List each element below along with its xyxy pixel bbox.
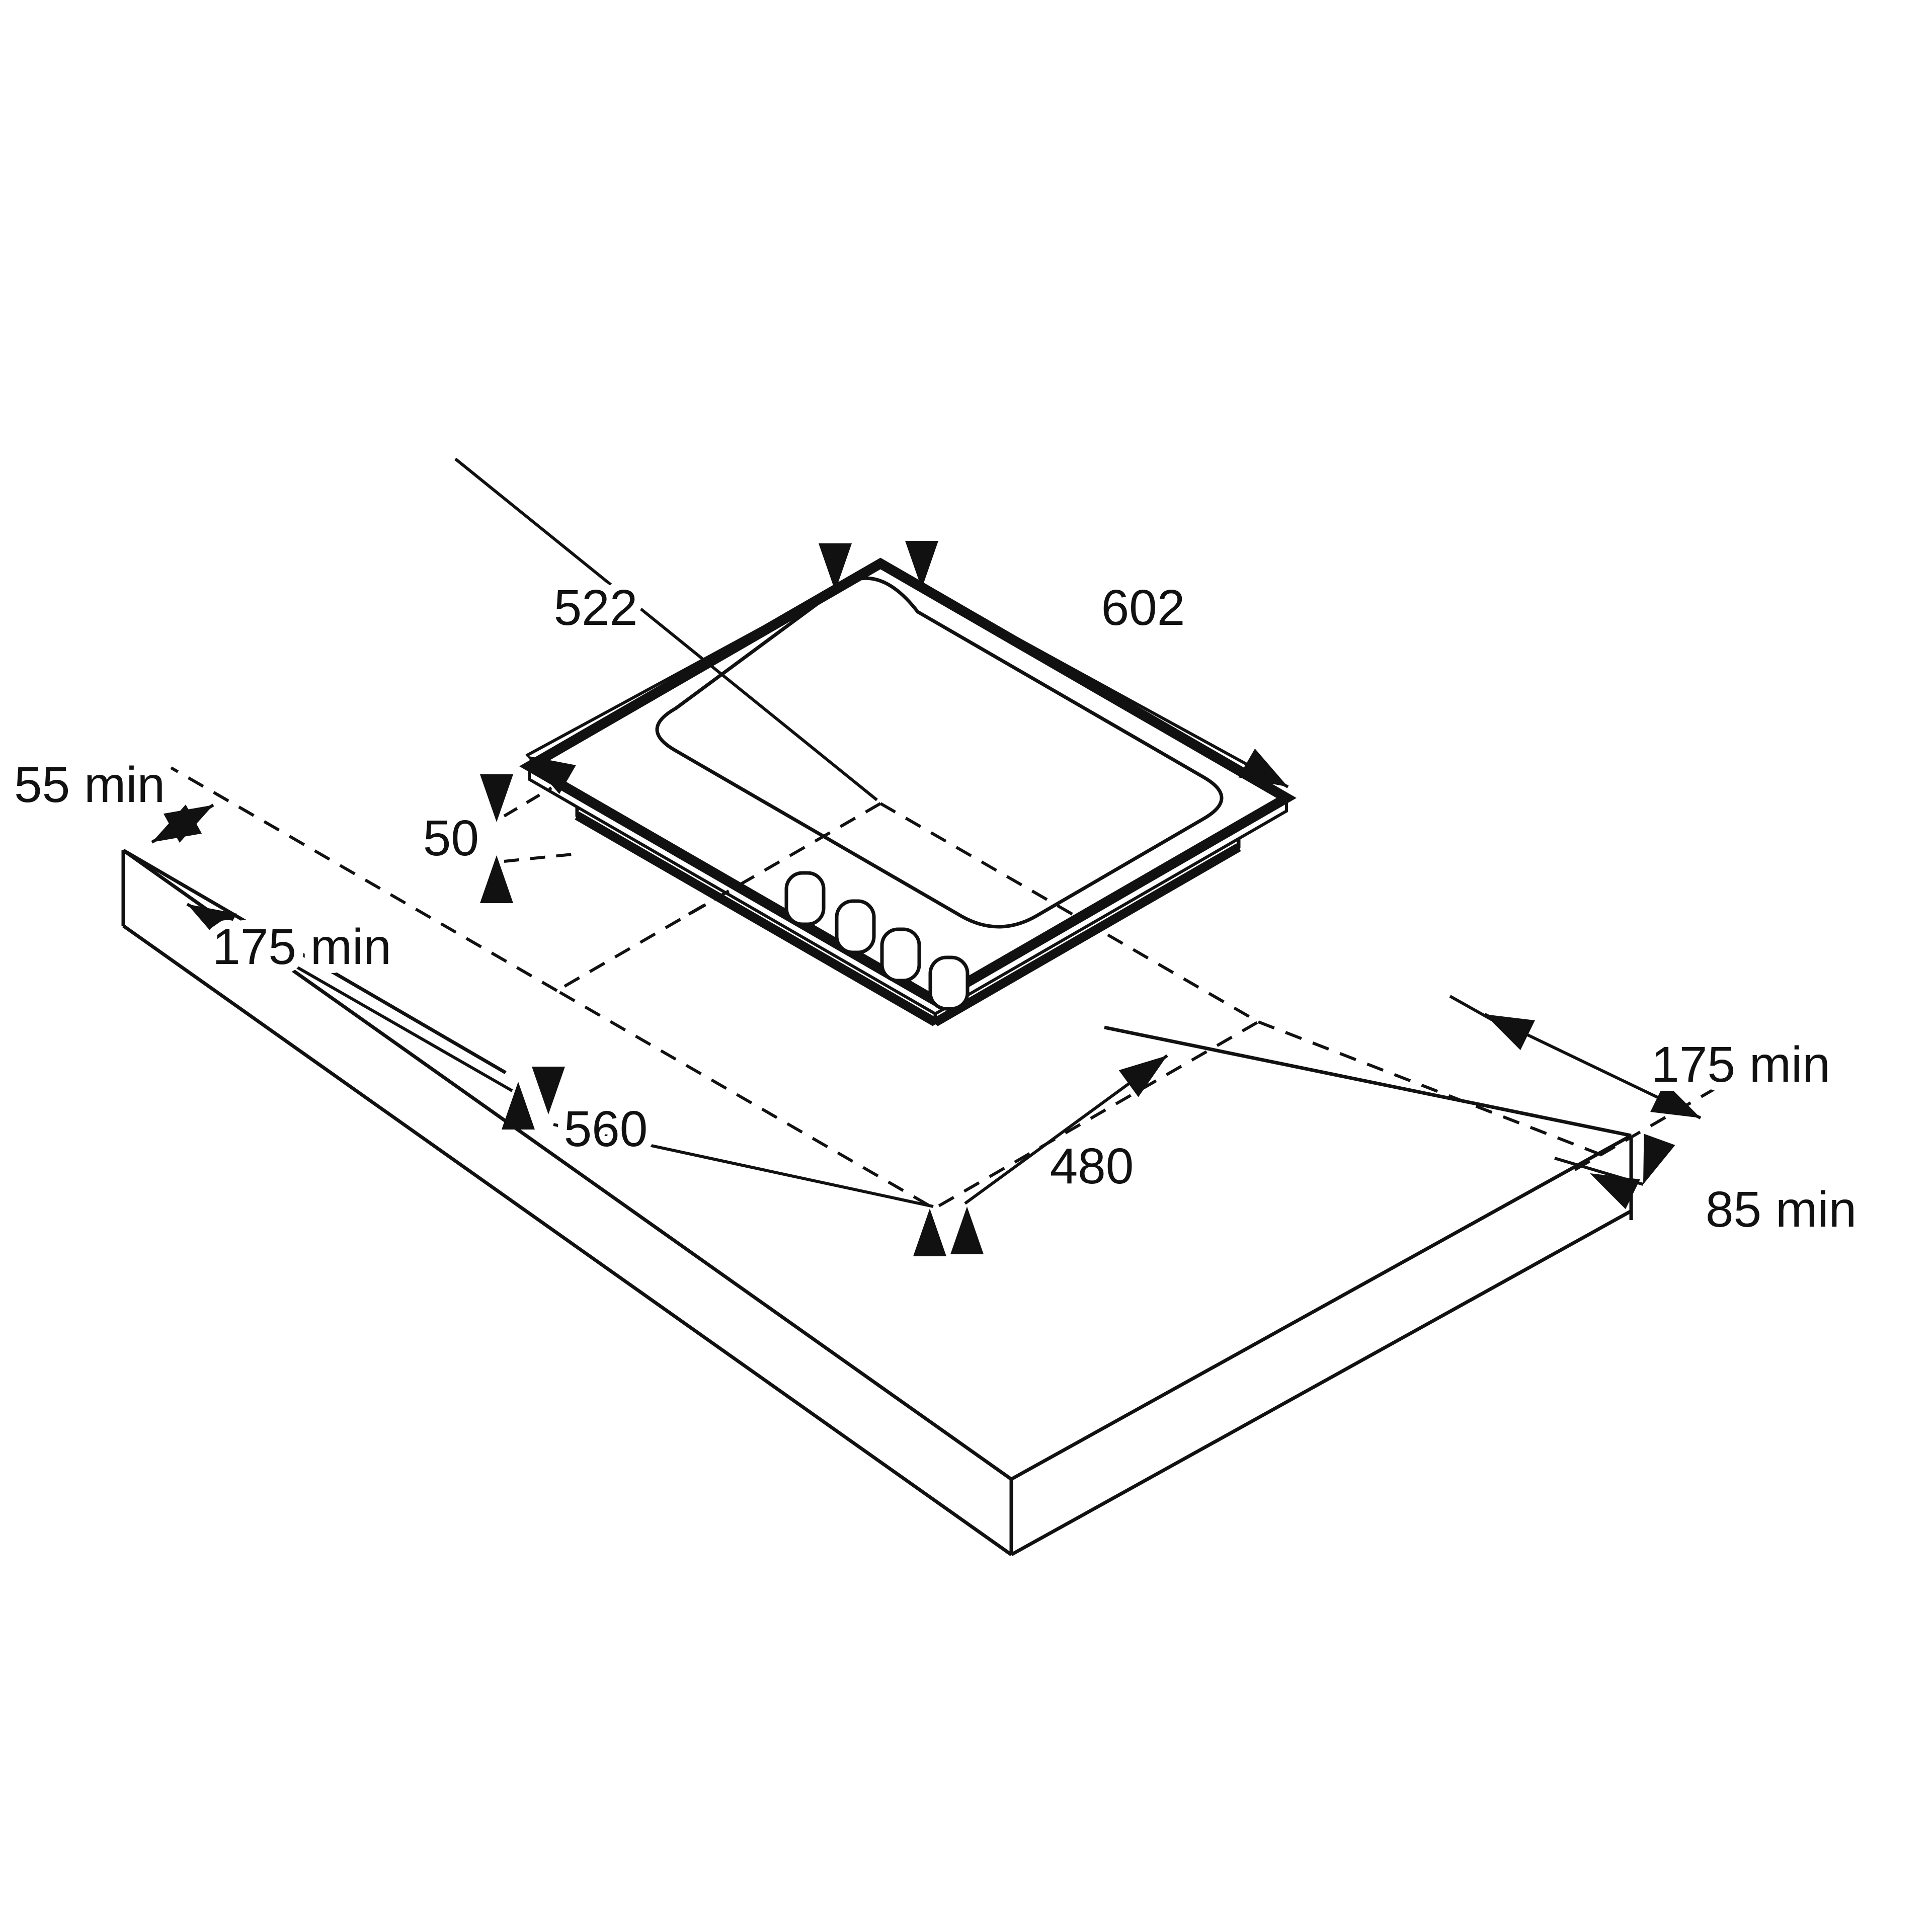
control-knobs (784, 871, 970, 1011)
knob-3 (880, 927, 921, 983)
dim-175R-arrow-start (1477, 999, 1535, 1051)
dim-560-label: 560 (564, 1101, 648, 1157)
worktop-front-right-edge (1010, 1134, 1632, 1481)
dim-602-label: 602 (1101, 580, 1185, 636)
dim-cutout-width: 560 (549, 1092, 946, 1256)
cutout-corner-overlay (683, 802, 1078, 918)
dim-hob-depth: 522 (518, 543, 881, 794)
dim-cutout-depth: 480 (950, 1042, 1177, 1254)
dim-rear-clearance: 55 min (5, 748, 221, 857)
dim-50-leader-top (503, 786, 552, 818)
worktop-bottom-right-edge (1010, 1209, 1632, 1557)
dim-left-clearance: 175 min (179, 890, 565, 1130)
worktop (121, 848, 1633, 1557)
worktop-back-edge-left (122, 848, 507, 1075)
worktop-front-edge-extension-dashed (1574, 1075, 1737, 1171)
dim-50-label: 50 (423, 810, 479, 866)
dim-right-clearance: 175 min (1449, 995, 1839, 1133)
knob-2 (835, 899, 876, 954)
cutout-edge-extension-left (170, 766, 558, 992)
dim-85-label: 85 min (1706, 1181, 1857, 1238)
dim-522-line (525, 562, 881, 757)
dim-50-arrow-up (480, 855, 513, 903)
dim-480-arrow-end (1118, 1042, 1177, 1097)
dim-50-leader-bottom (504, 852, 578, 863)
dim-480-arrow-start (950, 1206, 984, 1254)
knob-4 (928, 955, 970, 1011)
dim-175L-label: 175 min (212, 919, 391, 975)
dim-hob-width: 602 (879, 541, 1297, 801)
dim-602-line (879, 562, 1289, 788)
cutout-outline (170, 766, 1737, 1211)
dim-base-height: 50 (414, 774, 578, 903)
worktop-bottom-left-edge (122, 924, 1013, 1556)
dim-55-label: 55 min (14, 757, 165, 813)
dim-480-label: 480 (1050, 1138, 1134, 1194)
dim-522-label: 522 (554, 580, 638, 636)
dim-175R-label: 175 min (1651, 1036, 1830, 1093)
dim-175L-line (186, 903, 513, 1092)
hob-base-bottom-shadow-right (933, 843, 1241, 1026)
worktop-back-edge-right (1104, 1025, 1632, 1138)
dim-560-line (553, 1123, 934, 1208)
cutout-hidden-left-edge (683, 802, 881, 918)
worktop-front-left-edge (122, 849, 1013, 1481)
cutout-leader-line (454, 457, 878, 801)
hob-base-bottom-shadow-left (575, 812, 938, 1026)
knob-1 (784, 871, 826, 926)
cutout-hidden-back-edge (879, 802, 1078, 918)
dim-front-clearance: 85 min (1554, 1134, 1866, 1247)
dim-560-arrow-end (913, 1209, 946, 1256)
hob-inner-edge (655, 576, 1224, 929)
cutout-back-edge-extension-right (1257, 1020, 1608, 1159)
dim-175L-arrow-down (532, 1067, 565, 1114)
